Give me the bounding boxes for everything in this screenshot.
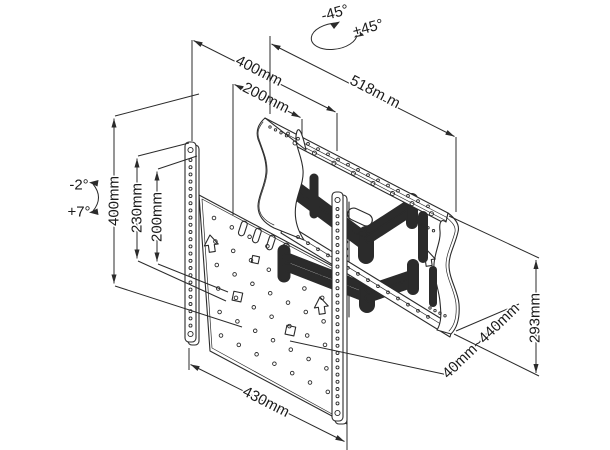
frame-right-plate [433,212,460,335]
dim-label-230mm-left: 230mm [129,183,146,233]
swivel-rotation-indicator: -45° +45° [310,0,387,51]
swivel-left-label: -45° [319,1,350,25]
dim-label-293mm: 293mm [527,293,544,343]
wall-plate-arrow-cutouts [203,234,329,315]
left-rail-top-screw [187,146,194,154]
frame-left-plate [256,117,307,241]
swivel-right-label: +45° [351,16,386,41]
dim-bracket-height-293: 293mm [448,215,545,377]
wall-plate-hole-grid [211,215,331,395]
dim-label-400mm-left: 400mm [106,176,123,226]
frame-arrow-cutout [420,249,436,267]
right-tv-rail [331,191,348,425]
dim-label-518mm: 518m m [347,72,403,112]
frame-slot-bars [309,173,437,307]
handle-cutout [347,207,373,227]
tilt-down-label: +7° [67,204,90,221]
upper-arm [280,164,418,264]
dim-height-200: 200mm [147,155,229,293]
frame-top-rail-holes [286,131,430,209]
tilt-rotation-indicator: -2° +7° [66,175,99,222]
wall-plate [198,194,348,425]
left-tv-rail [184,141,200,346]
left-rail-holes [188,158,193,328]
frame-top-rail-flange-holes [292,140,434,217]
wall-plate-square-holes [231,254,297,337]
frame-bottom-rail-holes [296,235,430,319]
dim-label-200mm-left: 200mm [149,192,166,242]
tilt-rotation-arrow [92,183,99,212]
right-rail-top-screw [334,196,341,204]
dim-label-200mm-top: 200mm [240,79,292,117]
articulating-arms [277,164,419,318]
frame-right-corner-holes [415,220,436,233]
dim-height-rail-400: 400mm [104,93,243,328]
left-rail-bottom-screw [187,330,194,338]
lower-arm [277,244,419,313]
frame-right-lower-holes [428,306,447,318]
tv-bracket-frame [256,117,460,338]
tilt-up-label: -2° [69,177,88,194]
dim-height-230: 230mm [127,142,227,302]
swivel-rotation-arrow [310,22,358,51]
